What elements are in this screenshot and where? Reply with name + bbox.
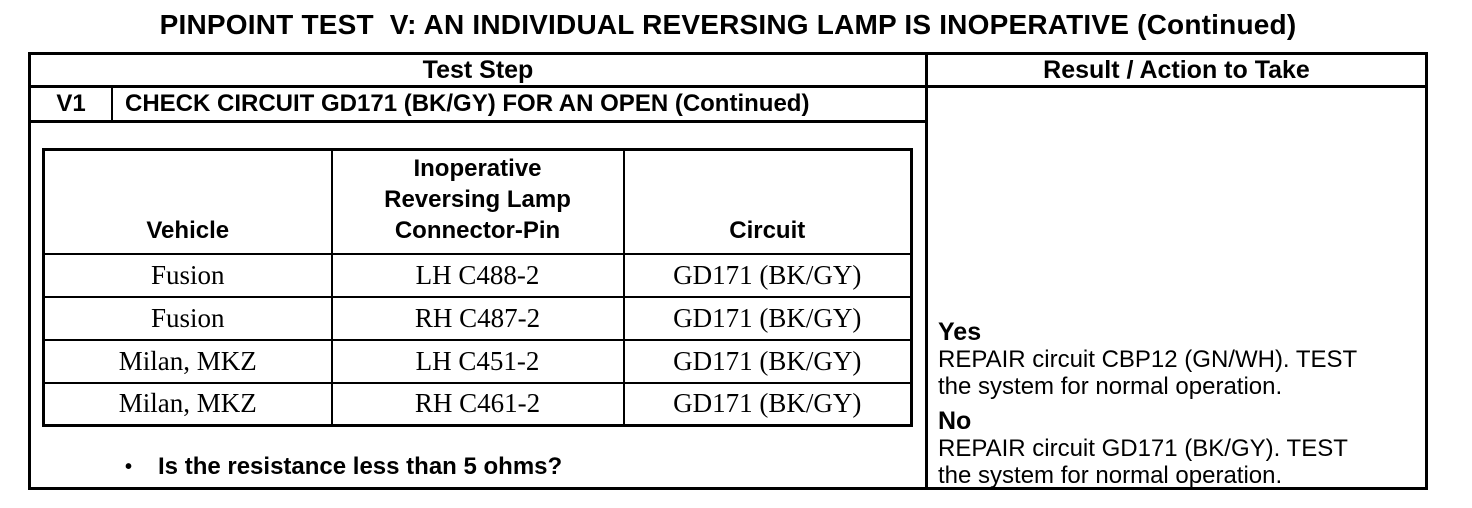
test-step-row: V1 CHECK CIRCUIT GD171 (BK/GY) FOR AN OP… (31, 88, 925, 123)
answer-yes-action: REPAIR circuit CBP12 (GN/WH). TEST the s… (938, 346, 1357, 400)
vehicle-table-header-row: Vehicle Inoperative Reversing Lamp Conne… (42, 148, 913, 255)
step-description: CHECK CIRCUIT GD171 (BK/GY) FOR AN OPEN … (125, 90, 810, 117)
question-text: Is the resistance less than 5 ohms? (158, 453, 563, 480)
connector-pin-cell: LH C488-2 (330, 252, 625, 298)
question-line: • Is the resistance less than 5 ohms? (31, 453, 562, 481)
result-body: Yes REPAIR circuit CBP12 (GN/WH). TEST t… (928, 88, 1425, 489)
connector-pin-cell: RH C461-2 (330, 381, 625, 427)
table-row: Milan, MKZ LH C451-2 GD171 (BK/GY) (42, 338, 913, 384)
test-step-column-header: Test Step (31, 55, 925, 88)
vehicle-cell: Milan, MKZ (42, 338, 333, 384)
pinpoint-test-table: Test Step V1 CHECK CIRCUIT GD171 (BK/GY)… (28, 52, 1428, 490)
result-answers: Yes REPAIR circuit CBP12 (GN/WH). TEST t… (938, 318, 1420, 489)
connector-pin-column-header: Inoperative Reversing Lamp Connector-Pin (330, 148, 625, 255)
bullet-icon: • (125, 455, 133, 478)
answer-no-action: REPAIR circuit GD171 (BK/GY). TEST the s… (938, 435, 1348, 489)
circuit-cell: GD171 (BK/GY) (622, 295, 913, 341)
result-column-header: Result / Action to Take (928, 55, 1425, 88)
circuit-column-header: Circuit (622, 148, 913, 255)
table-row: Fusion LH C488-2 GD171 (BK/GY) (42, 252, 913, 298)
table-row: Milan, MKZ RH C461-2 GD171 (BK/GY) (42, 381, 913, 427)
vehicle-cell: Fusion (42, 295, 333, 341)
circuit-cell: GD171 (BK/GY) (622, 338, 913, 384)
circuit-cell: GD171 (BK/GY) (622, 381, 913, 427)
result-column: Result / Action to Take Yes REPAIR circu… (928, 55, 1425, 489)
table-row: Fusion RH C487-2 GD171 (BK/GY) (42, 295, 913, 341)
connector-pin-cell: RH C487-2 (330, 295, 625, 341)
vehicle-cell: Milan, MKZ (42, 381, 333, 427)
vehicle-cell: Fusion (42, 252, 333, 298)
step-id: V1 (31, 88, 113, 120)
answer-no-label: No (938, 407, 972, 435)
vehicle-circuit-table: Vehicle Inoperative Reversing Lamp Conne… (42, 148, 913, 427)
page-title: PINPOINT TEST V: AN INDIVIDUAL REVERSING… (159, 9, 1297, 40)
connector-pin-cell: LH C451-2 (330, 338, 625, 384)
test-step-column: Test Step V1 CHECK CIRCUIT GD171 (BK/GY)… (31, 55, 928, 487)
vehicle-column-header: Vehicle (42, 148, 333, 255)
test-step-body: Vehicle Inoperative Reversing Lamp Conne… (31, 123, 925, 487)
circuit-cell: GD171 (BK/GY) (622, 252, 913, 298)
answer-yes-label: Yes (938, 318, 982, 346)
